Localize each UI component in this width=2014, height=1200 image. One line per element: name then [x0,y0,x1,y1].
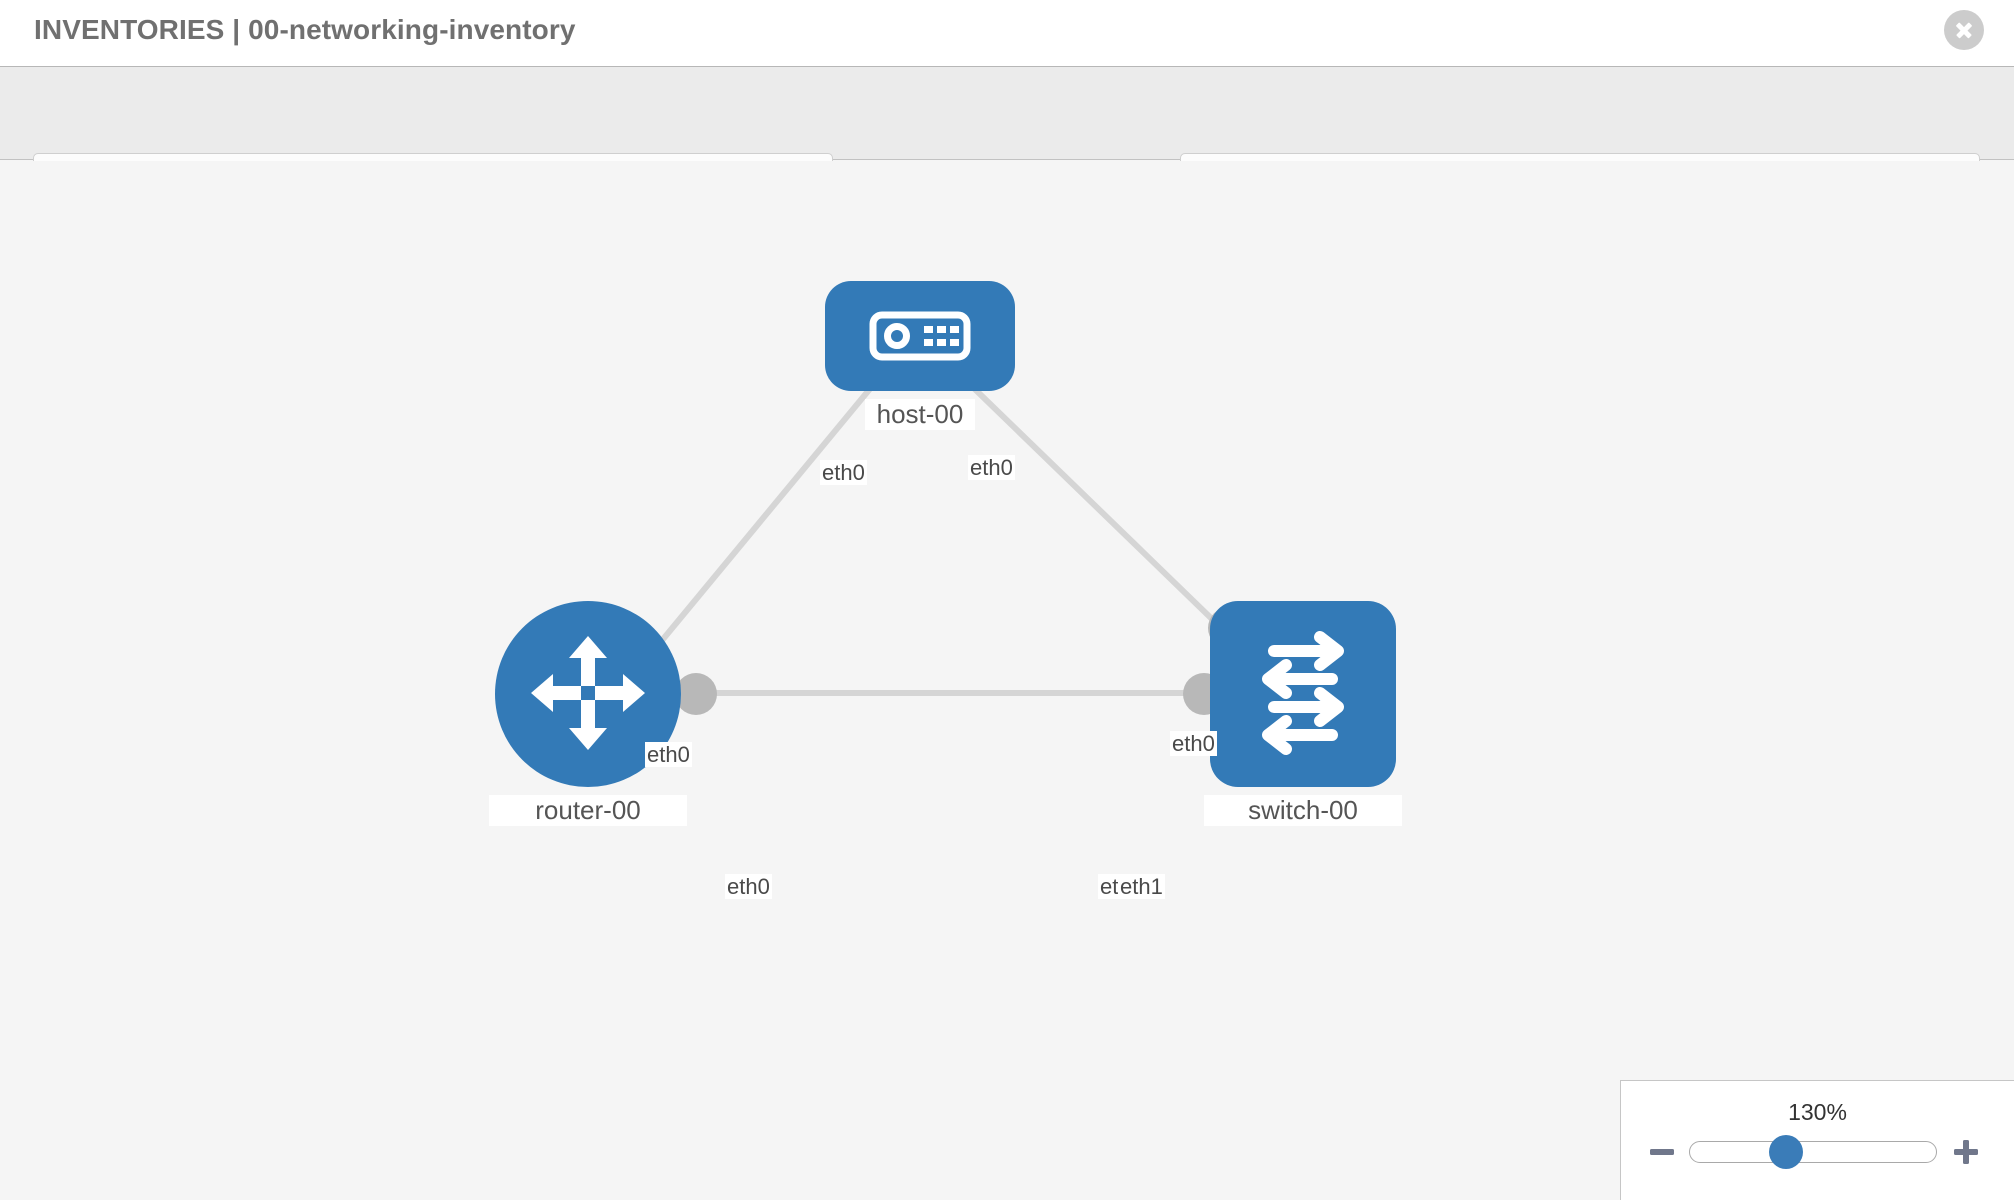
topology-canvas[interactable]: host-00 router-00 [0,161,2014,1200]
window-titlebar: INVENTORIES | 00-networking-inventory [0,0,2014,67]
interface-label-switch00-uplink: eth0 [1170,731,1217,757]
interface-label-switch00-eth1: eth1 [1118,874,1165,900]
topology-links [642,364,1248,696]
page-title: INVENTORIES | 00-networking-inventory [34,14,576,45]
minus-icon[interactable] [1647,1137,1677,1167]
close-icon[interactable] [1944,10,1984,50]
interface-label-host00-right: eth0 [968,455,1015,481]
port-nub-router00-right[interactable] [675,673,717,715]
switch-arrows-icon [1262,631,1344,755]
zoom-percentage-label: 130% [1788,1099,1847,1125]
link-host00-router00 [642,365,891,663]
interface-label-router00-uplink: eth0 [645,742,692,768]
topology-node-label-router-00: router-00 [489,795,687,826]
topology-node-switch-00[interactable]: switch-00 [1204,601,1402,826]
router-arrows-icon [531,636,645,750]
interface-label-router00-eth0: eth0 [725,874,772,900]
zoom-slider-track[interactable] [1689,1141,1937,1163]
switch-node-shape [1210,601,1396,787]
plus-icon[interactable] [1951,1137,1981,1167]
topology-node-host-00[interactable]: host-00 [825,281,1015,456]
link-host00-switch00 [949,364,1248,654]
host-node-shape [825,281,1015,391]
zoom-control-panel: 130% [1620,1080,2014,1200]
server-icon [869,311,971,361]
topology-node-label-switch-00: switch-00 [1204,795,1402,826]
topology-node-router-00[interactable]: router-00 [489,601,687,826]
topology-node-label-host-00: host-00 [865,399,975,430]
topology-toolbar: ACTIONS SEARCH [0,67,2014,203]
interface-label-host00-left: eth0 [820,460,867,486]
zoom-slider-thumb[interactable] [1769,1135,1803,1169]
